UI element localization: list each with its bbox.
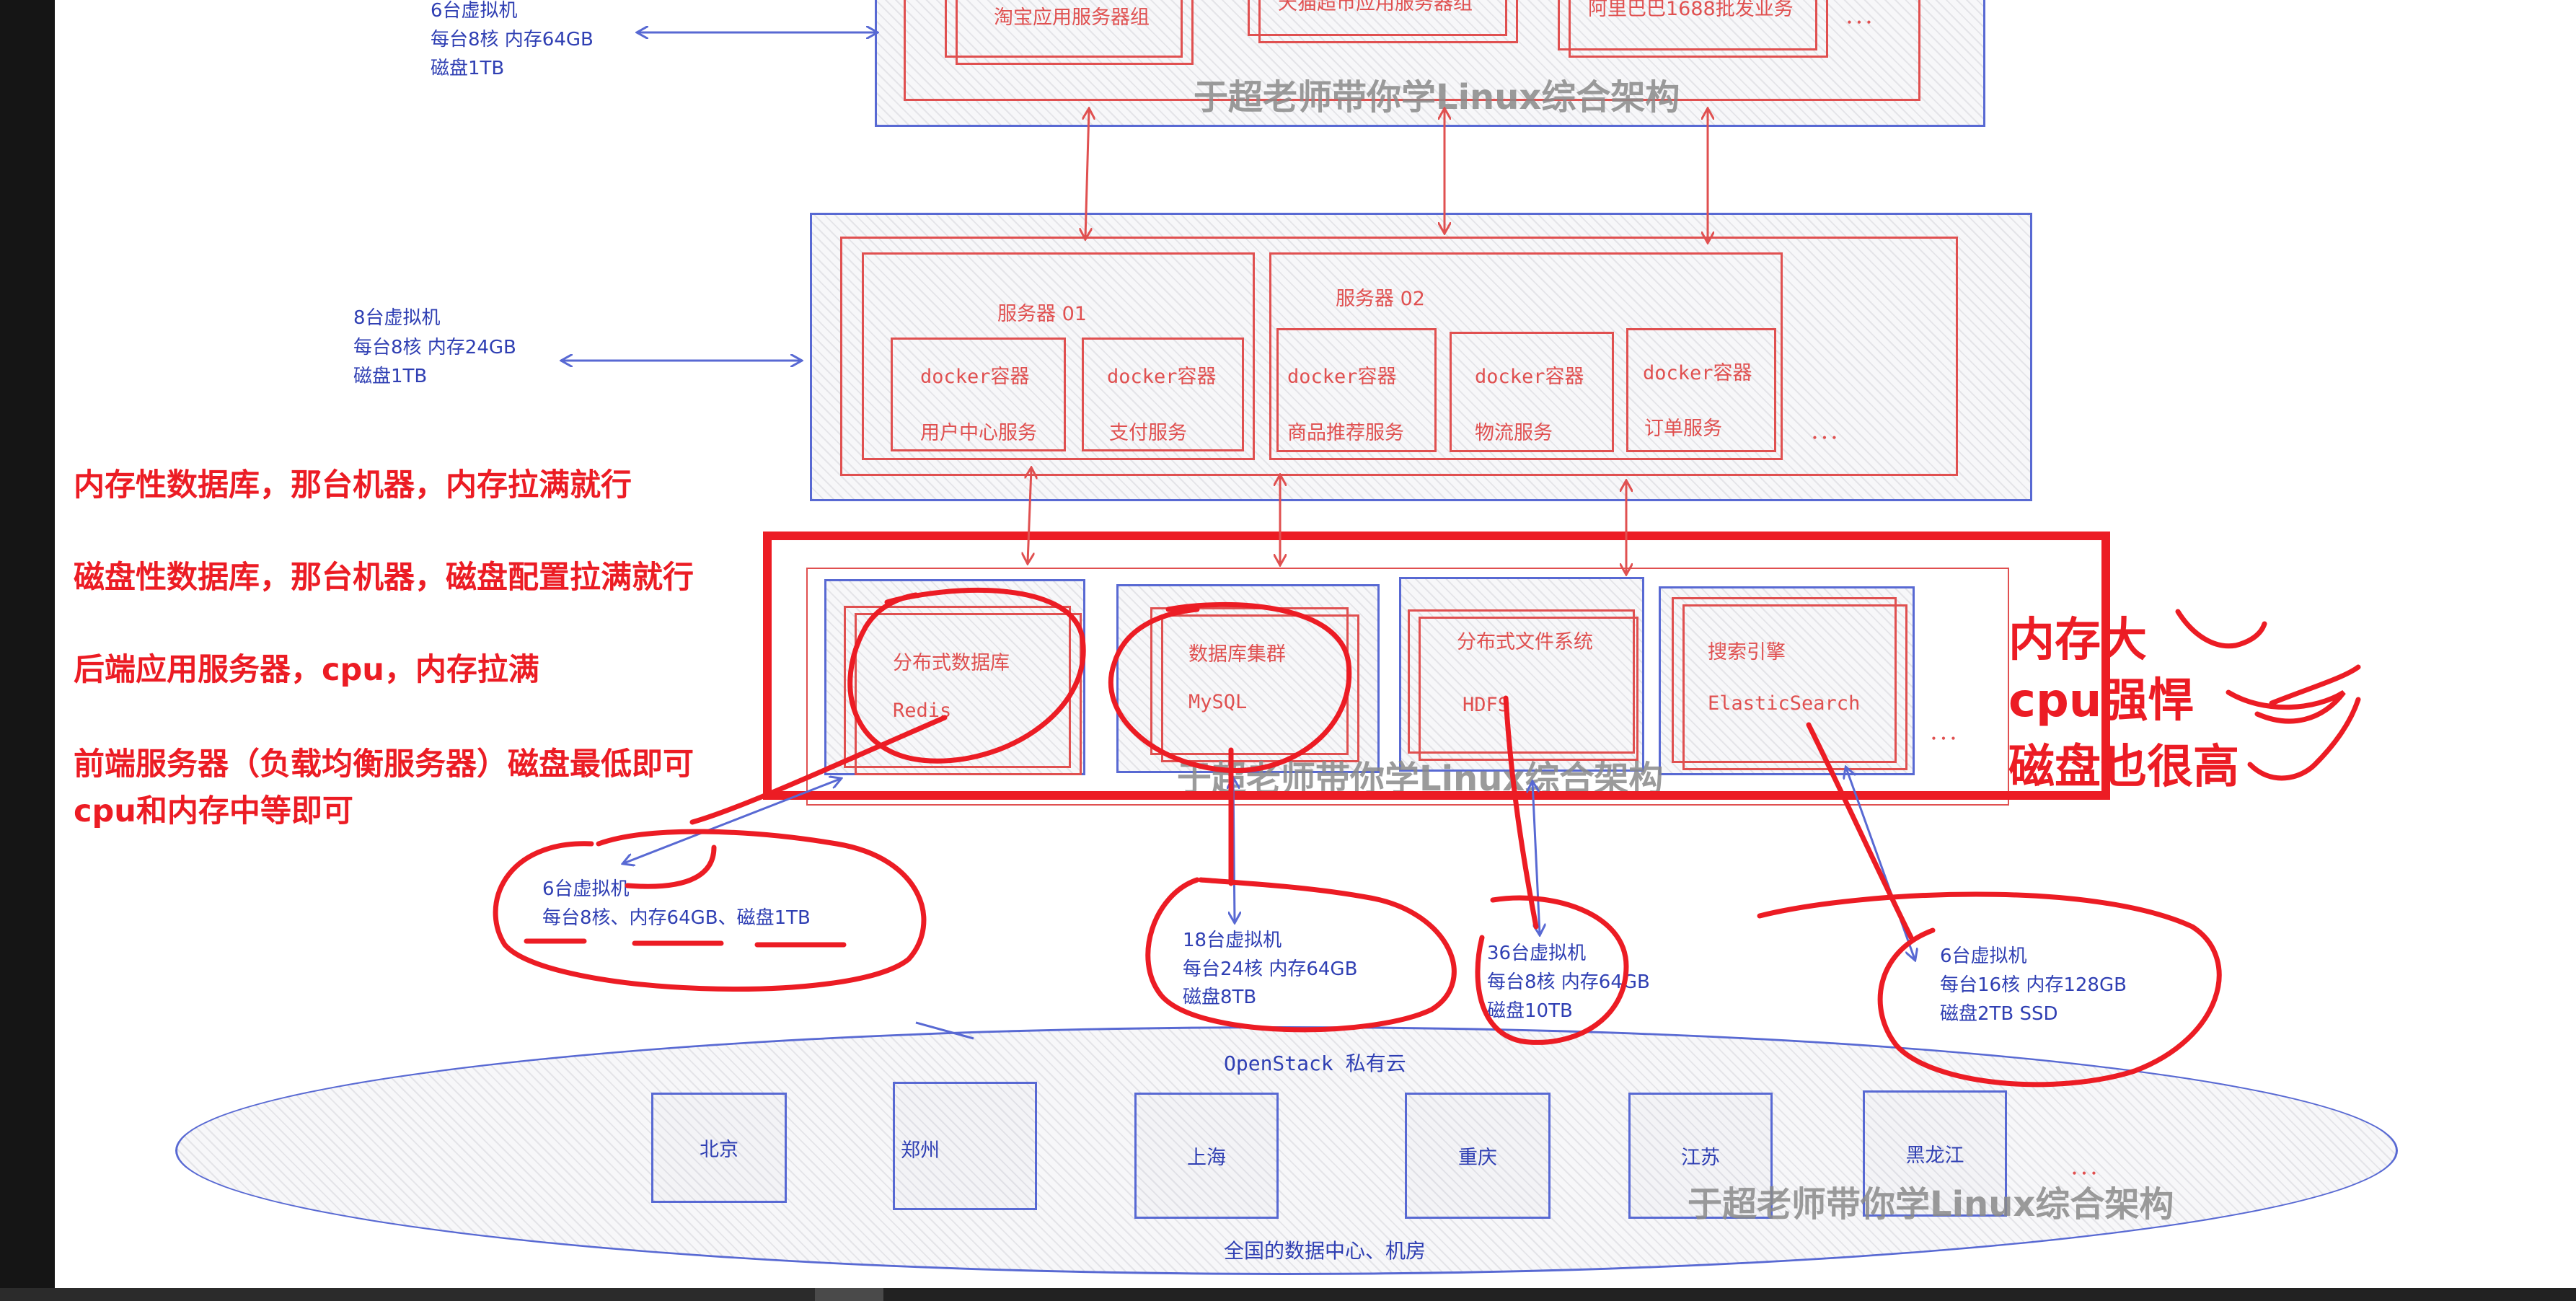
watermark-bottom: 于超老师带你学Linux综合架构 — [1688, 1184, 2174, 1225]
data-ellipsis: ．．． — [1929, 723, 1968, 745]
scrollbar-thumb[interactable] — [815, 1288, 883, 1301]
container-logistics-service: 物流服务 — [1475, 422, 1553, 444]
city-beijing: 北京 — [651, 1093, 787, 1203]
check-cpu-2 — [2269, 664, 2361, 706]
server-02-box — [1269, 252, 1783, 460]
note-frontend-2: cpu和内存中等即可 — [74, 793, 353, 829]
vm-spec-redis-1: 6台虚拟机 — [542, 878, 630, 900]
container-payment-label: docker容器 — [1107, 366, 1217, 388]
group-label-1688: 阿里巴巴1688批发业务 — [1588, 0, 1794, 20]
cluster-es-stack-2 — [1682, 604, 1907, 770]
vm-spec-mysql-3: 磁盘8TB — [1183, 987, 1257, 1008]
vm-spec-app-1: 8台虚拟机 — [353, 307, 441, 329]
note-frontend-1: 前端服务器（负载均衡服务器）磁盘最低即可 — [74, 746, 694, 782]
city-zhengzhou: 郑州 — [893, 1082, 1037, 1210]
highlight-memory: 内存大 — [2008, 614, 2147, 667]
city-shanghai: 上海 — [1134, 1093, 1279, 1219]
note-backend: 后端应用服务器，cpu，内存拉满 — [74, 652, 539, 688]
group-box-tmall-stack — [1258, 0, 1518, 43]
container-user-center-label: docker容器 — [920, 366, 1030, 388]
vm-spec-redis-2: 每台8核、内存64GB、磁盘1TB — [542, 907, 811, 929]
watermark-top: 于超老师带你学Linux综合架构 — [1194, 77, 1680, 118]
container-user-center-service: 用户中心服务 — [920, 422, 1037, 444]
cluster-es-stack-1 — [1672, 597, 1897, 763]
container-logistics-label: docker容器 — [1475, 366, 1584, 388]
group-label-tmall: 天猫超市应用服务器组 — [1278, 0, 1473, 14]
highlight-disk: 磁盘也很高 — [2008, 741, 2239, 794]
vm-spec-mysql-1: 18台虚拟机 — [1183, 930, 1282, 951]
stroke-redis-hook — [625, 844, 717, 889]
city-heilongjiang: 黑龙江 — [1863, 1090, 2007, 1217]
server-01-title: 服务器 01 — [997, 303, 1087, 325]
frontend-inner-box — [904, 0, 1920, 101]
top-ellipsis: ．．． — [1845, 6, 1884, 29]
data-layer-highlight-frame — [763, 532, 2110, 800]
vm-spec-app-3: 磁盘1TB — [353, 366, 428, 387]
app-inner-box — [840, 237, 1958, 476]
container-recommend — [1276, 328, 1437, 452]
server-02-title: 服务器 02 — [1336, 288, 1425, 310]
group-box-1688-stack — [1569, 0, 1828, 58]
group-box-taobao — [945, 0, 1183, 58]
cloud-ellipsis: ．．． — [2070, 1157, 2109, 1180]
container-user-center — [891, 338, 1066, 451]
vm-spec-hdfs-2: 每台8核 内存64GB — [1487, 971, 1650, 993]
vm-spec-app-2: 每台8核 内存24GB — [353, 337, 516, 358]
group-box-tmall — [1248, 0, 1507, 36]
app-ellipsis: ．．． — [1810, 422, 1849, 444]
vm-spec-top-2: 每台8核 内存64GB — [431, 29, 594, 50]
note-disk-db: 磁盘性数据库，那台机器，磁盘配置拉满就行 — [74, 560, 694, 596]
check-disk — [2247, 697, 2361, 781]
vm-spec-es-3: 磁盘2TB SSD — [1940, 1003, 2058, 1025]
group-box-taobao-stack — [956, 0, 1194, 65]
container-order-service: 订单服务 — [1644, 418, 1722, 440]
container-order-label: docker容器 — [1643, 362, 1752, 384]
container-order — [1626, 328, 1776, 452]
vm-spec-hdfs-1: 36台虚拟机 — [1487, 943, 1587, 964]
container-payment — [1082, 338, 1244, 451]
horizontal-scrollbar[interactable] — [0, 1288, 2576, 1301]
vm-spec-es-2: 每台16核 内存128GB — [1940, 974, 2127, 996]
left-window-edge — [0, 0, 55, 1301]
city-chongqing: 重庆 — [1405, 1093, 1551, 1219]
city-jiangsu: 江苏 — [1628, 1093, 1773, 1219]
group-label-taobao: 淘宝应用服务器组 — [994, 6, 1150, 29]
cloud-caption: 全国的数据中心、机房 — [1224, 1239, 1426, 1263]
vm-spec-hdfs-3: 磁盘10TB — [1487, 1000, 1573, 1022]
group-box-1688 — [1558, 0, 1817, 50]
container-recommend-label: docker容器 — [1287, 366, 1397, 388]
highlight-cpu: cpu强悍 — [2008, 674, 2195, 728]
container-recommend-service: 商品推荐服务 — [1287, 422, 1404, 444]
vm-spec-top-3: 磁盘1TB — [431, 58, 505, 79]
cluster-hdfs-title: 分布式文件系统 — [1457, 631, 1593, 653]
vm-spec-es-1: 6台虚拟机 — [1940, 945, 2027, 967]
vm-spec-top-1: 6台虚拟机 — [431, 0, 518, 22]
server-01-box — [862, 252, 1255, 460]
cluster-es-tech: ElasticSearch — [1708, 692, 1861, 715]
frontend-layer-box — [875, 0, 1985, 127]
openstack-title: OpenStack 私有云 — [1224, 1051, 1406, 1075]
scrollbar-track-right — [883, 1288, 2576, 1301]
vm-spec-mysql-2: 每台24核 内存64GB — [1183, 958, 1358, 980]
cluster-es-title: 搜索引擎 — [1708, 641, 1786, 663]
container-logistics — [1450, 332, 1614, 452]
app-layer-box — [810, 213, 2032, 501]
check-memory — [2175, 609, 2267, 649]
check-cpu — [2226, 689, 2346, 724]
data-layer-outer — [806, 568, 2009, 806]
cluster-hdfs-tech: HDFS — [1463, 694, 1510, 716]
container-payment-service: 支付服务 — [1109, 422, 1187, 444]
note-memory-db: 内存性数据库，那台机器，内存拉满就行 — [74, 467, 632, 503]
